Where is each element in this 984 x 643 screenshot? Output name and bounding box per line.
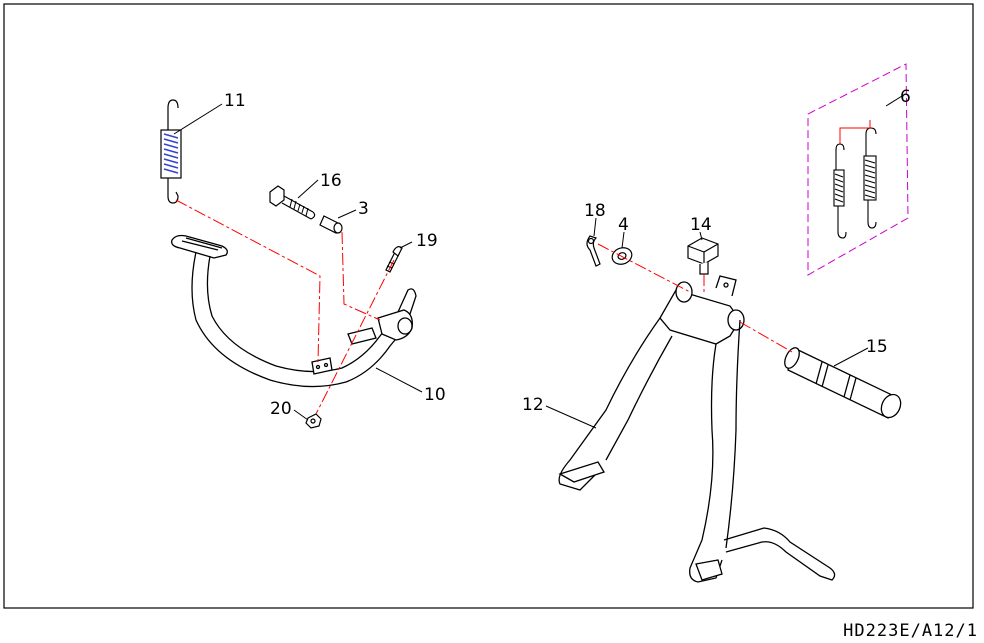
part-3-collar[interactable] [319,215,343,234]
part-18-cotter-pin[interactable] [586,235,601,267]
part-14-stopper[interactable] [687,237,719,275]
assembly-lines [175,199,793,415]
callout-16: 16 [320,171,342,191]
callout-12: 12 [522,395,544,415]
callout-6: 6 [900,87,911,107]
callout-18: 18 [584,201,606,221]
callout-14: 14 [690,215,712,235]
leader-lines [173,95,903,429]
callout-20: 20 [270,399,292,419]
callout-19: 19 [416,231,438,251]
callout-11: 11 [224,91,246,111]
part-12-center-stand[interactable] [558,275,836,583]
part-15-shaft[interactable] [782,345,905,420]
part-19-pin[interactable] [385,246,403,273]
drawing-frame [3,3,974,609]
part-20-nut[interactable] [305,413,322,429]
part-6-spring-kit[interactable] [807,63,909,276]
document-reference: HD223E/A12/1 [843,621,978,641]
callout-3: 3 [358,199,369,219]
part-10-side-stand[interactable] [171,234,417,388]
callout-10: 10 [424,385,446,405]
callout-4: 4 [618,215,629,235]
kit-outline [807,63,909,276]
callout-15: 15 [866,337,888,357]
part-16-bolt[interactable] [269,185,316,220]
part-11-spring[interactable] [160,99,182,204]
